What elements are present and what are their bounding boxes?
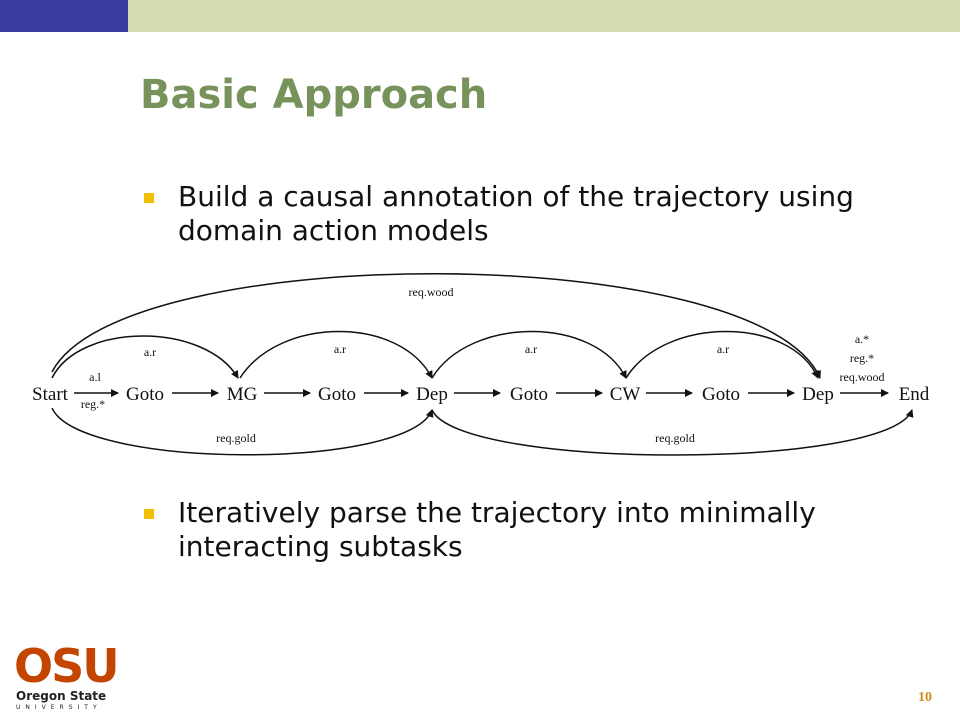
label-req-wood: req.wood xyxy=(409,285,454,299)
topbar-accent-right xyxy=(128,0,960,32)
osu-logo: OSU xyxy=(14,639,120,693)
node-dep-2: Dep xyxy=(802,384,834,405)
logo-subtitle: UNIVERSITY xyxy=(16,704,102,711)
label-dep-end-1: a.* xyxy=(855,332,869,346)
label-start-mg: a.r xyxy=(144,345,156,359)
node-goto-1: Goto xyxy=(126,384,164,405)
arc-mg-dep xyxy=(239,330,433,379)
label-start-goto-top: a.l xyxy=(89,370,101,384)
page-number: 10 xyxy=(918,690,932,705)
bullet-square-icon xyxy=(144,193,154,203)
label-req-gold-1: req.gold xyxy=(216,431,256,445)
node-mg: MG xyxy=(227,384,258,405)
node-cw: CW xyxy=(610,384,641,405)
label-dep-cw: a.r xyxy=(525,342,537,356)
bullet-text: Iteratively parse the trajectory into mi… xyxy=(178,496,816,563)
label-start-goto-bottom: reg.* xyxy=(81,397,105,411)
node-goto-3: Goto xyxy=(510,384,548,405)
bullet-text: Build a causal annotation of the traject… xyxy=(178,180,854,247)
arc-start-dep2-wood xyxy=(51,273,821,379)
logo-name: Oregon State xyxy=(16,689,107,703)
label-dep-end-2: reg.* xyxy=(850,351,874,365)
node-end: End xyxy=(899,384,930,405)
bullet-square-icon xyxy=(144,509,154,519)
label-req-gold-2: req.gold xyxy=(655,431,695,445)
arc-start-mg xyxy=(51,335,239,379)
node-goto-4: Goto xyxy=(702,384,740,405)
slide-title: Basic Approach xyxy=(140,72,488,118)
topbar-accent-left xyxy=(0,0,128,32)
node-start: Start xyxy=(32,384,69,405)
arc-dep-cw xyxy=(431,330,627,379)
label-mg-dep: a.r xyxy=(334,342,346,356)
node-dep-1: Dep xyxy=(416,384,448,405)
label-cw-dep: a.r xyxy=(717,342,729,356)
arc-cw-dep2 xyxy=(625,330,819,379)
node-goto-2: Goto xyxy=(318,384,356,405)
causal-annotation-diagram: Start Goto MG Goto Dep Goto CW Goto Dep … xyxy=(32,273,930,456)
arc-dep-end-gold xyxy=(431,409,914,456)
label-dep-end-3: req.wood xyxy=(840,370,885,384)
arc-start-dep-gold xyxy=(51,407,434,456)
